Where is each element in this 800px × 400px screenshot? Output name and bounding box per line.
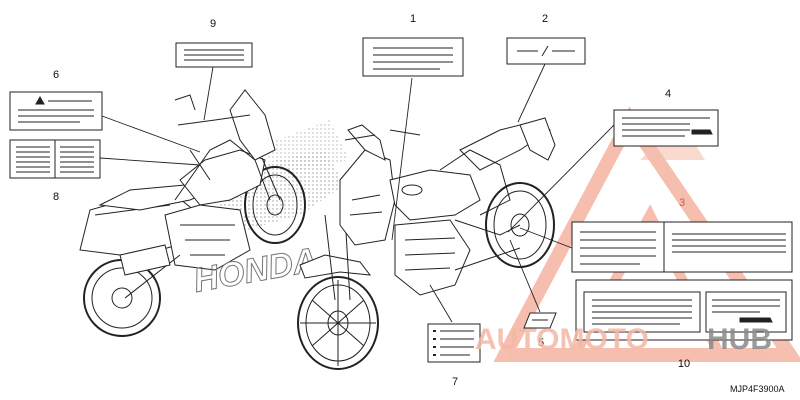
label-10-placard [575, 279, 793, 341]
label-5-placard [523, 312, 557, 329]
label-4-placard [613, 109, 719, 147]
callout-7: 7 [452, 376, 458, 388]
callout-10: 10 [678, 358, 690, 370]
label-6-placard [9, 91, 103, 131]
label-1-placard [362, 37, 464, 77]
leader-lines [99, 63, 615, 323]
label-8-placard [9, 139, 101, 179]
callout-8: 8 [53, 191, 59, 203]
callout-3: 3 [679, 197, 685, 209]
callout-1: 1 [410, 13, 416, 25]
callout-2: 2 [542, 13, 548, 25]
callout-6: 6 [53, 69, 59, 81]
callout-4: 4 [665, 88, 671, 100]
watermark-text: AUTOMOTO HUB [475, 323, 772, 356]
watermark-dark-word: HUB [707, 323, 772, 356]
motorcycle-rear-view [79, 89, 350, 337]
label-2-placard [506, 37, 586, 65]
motorcycle-front-view [297, 117, 556, 370]
label-7-placard [427, 323, 481, 363]
callout-5: 5 [538, 337, 544, 349]
label-9-placard [175, 42, 253, 68]
watermark-accent-word: AUTOMOTO [475, 323, 649, 356]
callout-9: 9 [210, 18, 216, 30]
part-code: MJP4F3900A [730, 384, 785, 394]
label-3-placard [571, 221, 793, 273]
